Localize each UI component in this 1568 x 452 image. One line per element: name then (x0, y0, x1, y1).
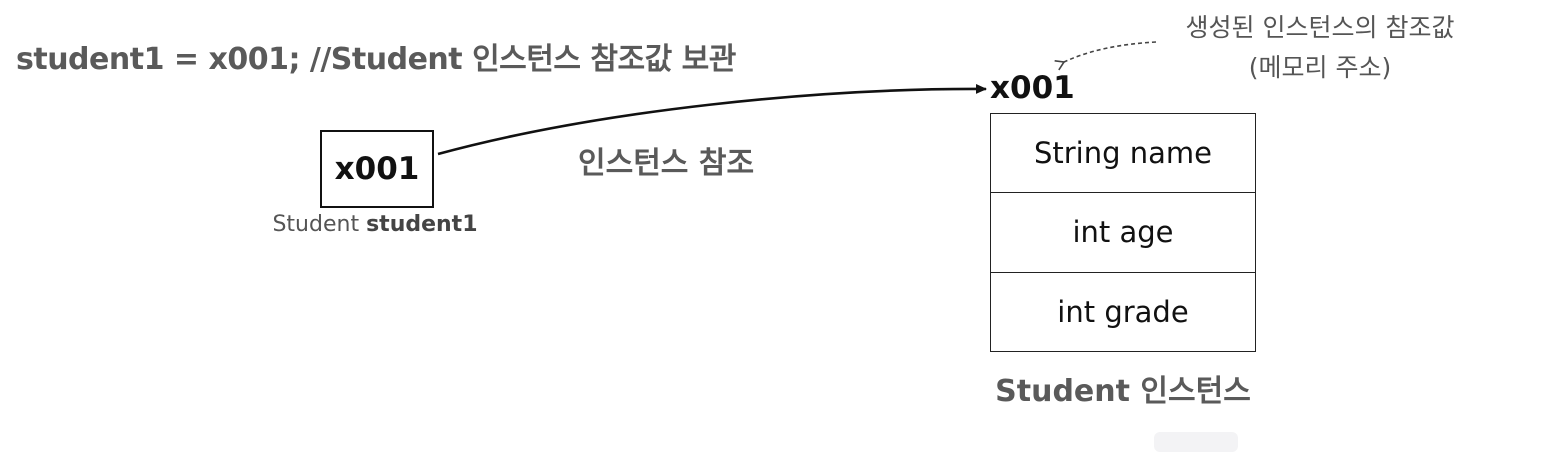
reference-note-line1: 생성된 인스턴스의 참조값 (1185, 13, 1455, 42)
reference-variable-box: x001 (320, 130, 434, 208)
instance-address: x001 (990, 70, 1075, 106)
instance-field-age: int age (991, 193, 1255, 273)
reference-variable-caption: Student student1 (255, 212, 495, 237)
instance-box: String name int age int grade (990, 113, 1256, 352)
connectors-overlay (437, 41, 1157, 156)
reference-variable-name: student1 (366, 212, 478, 237)
instance-field-grade: int grade (1057, 294, 1189, 329)
note-dashed-arrow (1054, 41, 1157, 71)
assignment-statement: student1 = x001; //Student 인스턴스 참조값 보관 (16, 42, 736, 77)
reference-note: 생성된 인스턴스의 참조값 (메모리 주소) (1140, 8, 1500, 88)
instance-caption: Student 인스턴스 (995, 374, 1251, 409)
reference-arrow (437, 83, 987, 156)
instance-field-name: String name (991, 114, 1255, 194)
reference-note-line2: (메모리 주소) (1248, 53, 1392, 82)
reference-arrow-label: 인스턴스 참조 (578, 146, 755, 181)
reference-variable-type: Student (272, 212, 360, 237)
